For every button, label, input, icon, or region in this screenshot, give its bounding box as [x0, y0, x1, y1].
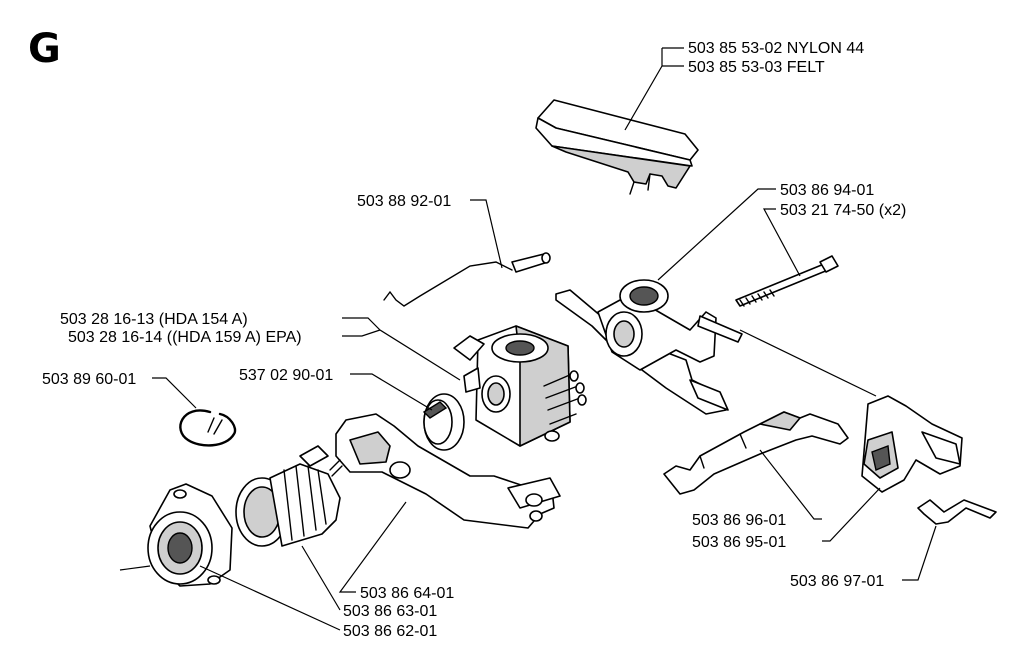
- lever-drawing: [663, 411, 849, 495]
- label-carburetor-hda159: 503 28 16-14 ((HDA 159 A) EPA): [68, 329, 302, 346]
- label-air-filter-felt: 503 85 53-03 FELT: [688, 59, 825, 76]
- label-spring-clip: 503 86 97-01: [790, 573, 884, 590]
- label-hose-clamp: 537 02 90-01: [239, 367, 333, 384]
- label-flange: 503 86 62-01: [343, 623, 437, 640]
- label-bracket: 503 86 95-01: [692, 534, 786, 551]
- hose-clamp-drawing: [422, 393, 465, 451]
- carburetor-holder-drawing: [555, 279, 743, 415]
- flange-drawing: [147, 483, 233, 587]
- leader-lines: [119, 47, 937, 631]
- bracket-drawing: [861, 395, 963, 493]
- bolt-drawing: [735, 255, 839, 307]
- label-circlip: 503 89 60-01: [42, 371, 136, 388]
- throttle-rod-drawing: [383, 252, 551, 307]
- intake-manifold-drawing: [329, 413, 561, 529]
- spring-clip-drawing: [917, 499, 997, 525]
- label-intake-rubber: 503 86 63-01: [343, 603, 437, 620]
- label-carburetor-hda154: 503 28 16-13 (HDA 154 A): [60, 311, 248, 328]
- carburetor-drawing: [453, 325, 587, 447]
- air-filter-drawing: [535, 99, 699, 195]
- label-carburetor-holder: 503 86 94-01: [780, 182, 874, 199]
- label-intake-manifold: 503 86 64-01: [360, 585, 454, 602]
- label-air-filter: 503 85 53-02 NYLON 44: [688, 40, 864, 57]
- label-throttle-rod: 503 88 92-01: [357, 193, 451, 210]
- label-lever: 503 86 96-01: [692, 512, 786, 529]
- section-letter: G: [28, 26, 61, 72]
- label-bolt: 503 21 74-50 (x2): [780, 202, 906, 219]
- circlip-drawing: [179, 409, 237, 447]
- intake-rubber-drawing: [235, 445, 341, 547]
